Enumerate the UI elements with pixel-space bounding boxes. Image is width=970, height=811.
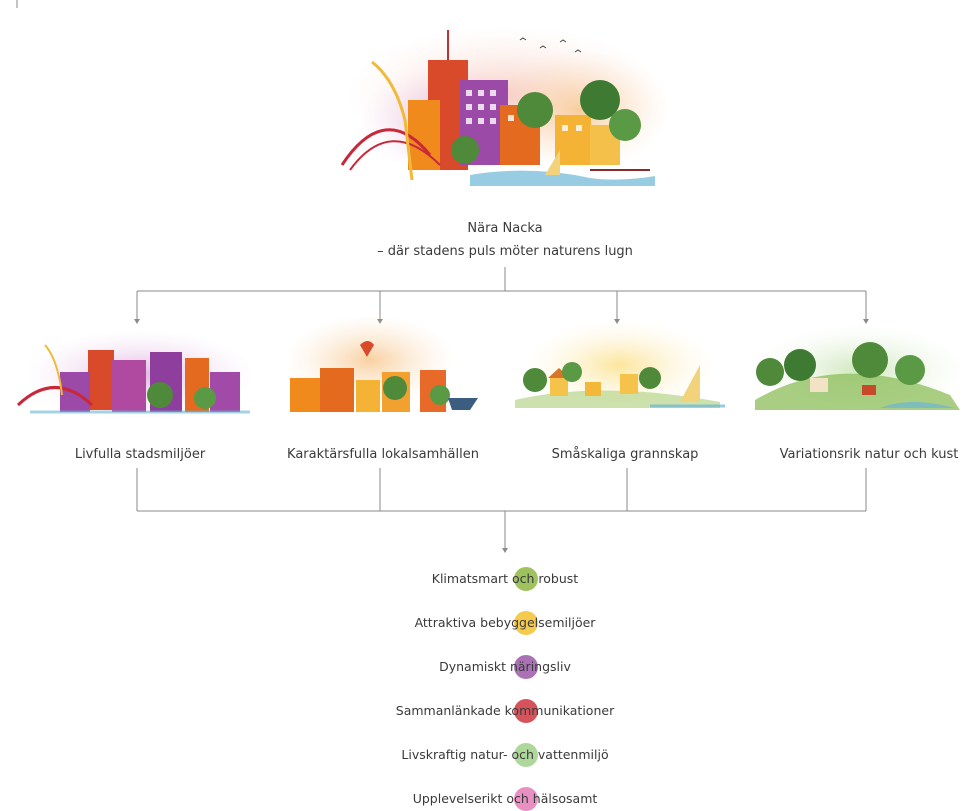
city-illustration-icon [16,330,255,420]
nature-illustration-icon [755,325,965,415]
category-label: Småskaliga grannskap [551,447,699,462]
goal-label: Upplevelserikt och hälsosamt [412,791,598,806]
goal-circle-icon [514,567,538,591]
goal-label: Sammanlänkade kommunikationer [395,703,615,718]
goal-label: Dynamiskt näringsliv [439,659,571,674]
connector-lines-bottom [136,468,867,551]
category-label: Variationsrik natur och kust [779,447,959,462]
connector-lines-top [136,267,867,322]
main-illustration-icon [340,25,670,186]
goal-label: Attraktiva bebyggelsemiljöer [414,615,596,630]
title-line-2: – där stadens puls möter naturens lugn [377,244,633,259]
goal-circle-icon [514,611,538,635]
goal-label: Livskraftig natur- och vattenmiljö [401,747,609,762]
village-illustration-icon [515,320,725,410]
goal-circle-icon [514,743,538,767]
goal-circles [514,567,538,811]
goal-circle-icon [514,655,538,679]
title-line-1: Nära Nacka [467,221,543,236]
goal-label: Klimatsmart och robust [431,571,579,586]
category-label: Karaktärsfulla lokalsamhällen [287,447,479,462]
goal-circle-icon [514,787,538,811]
goal-circle-icon [514,699,538,723]
connector-arrows-top [134,319,869,324]
category-label: Livfulla stadsmiljöer [74,447,206,462]
town-illustration-icon [285,315,478,412]
